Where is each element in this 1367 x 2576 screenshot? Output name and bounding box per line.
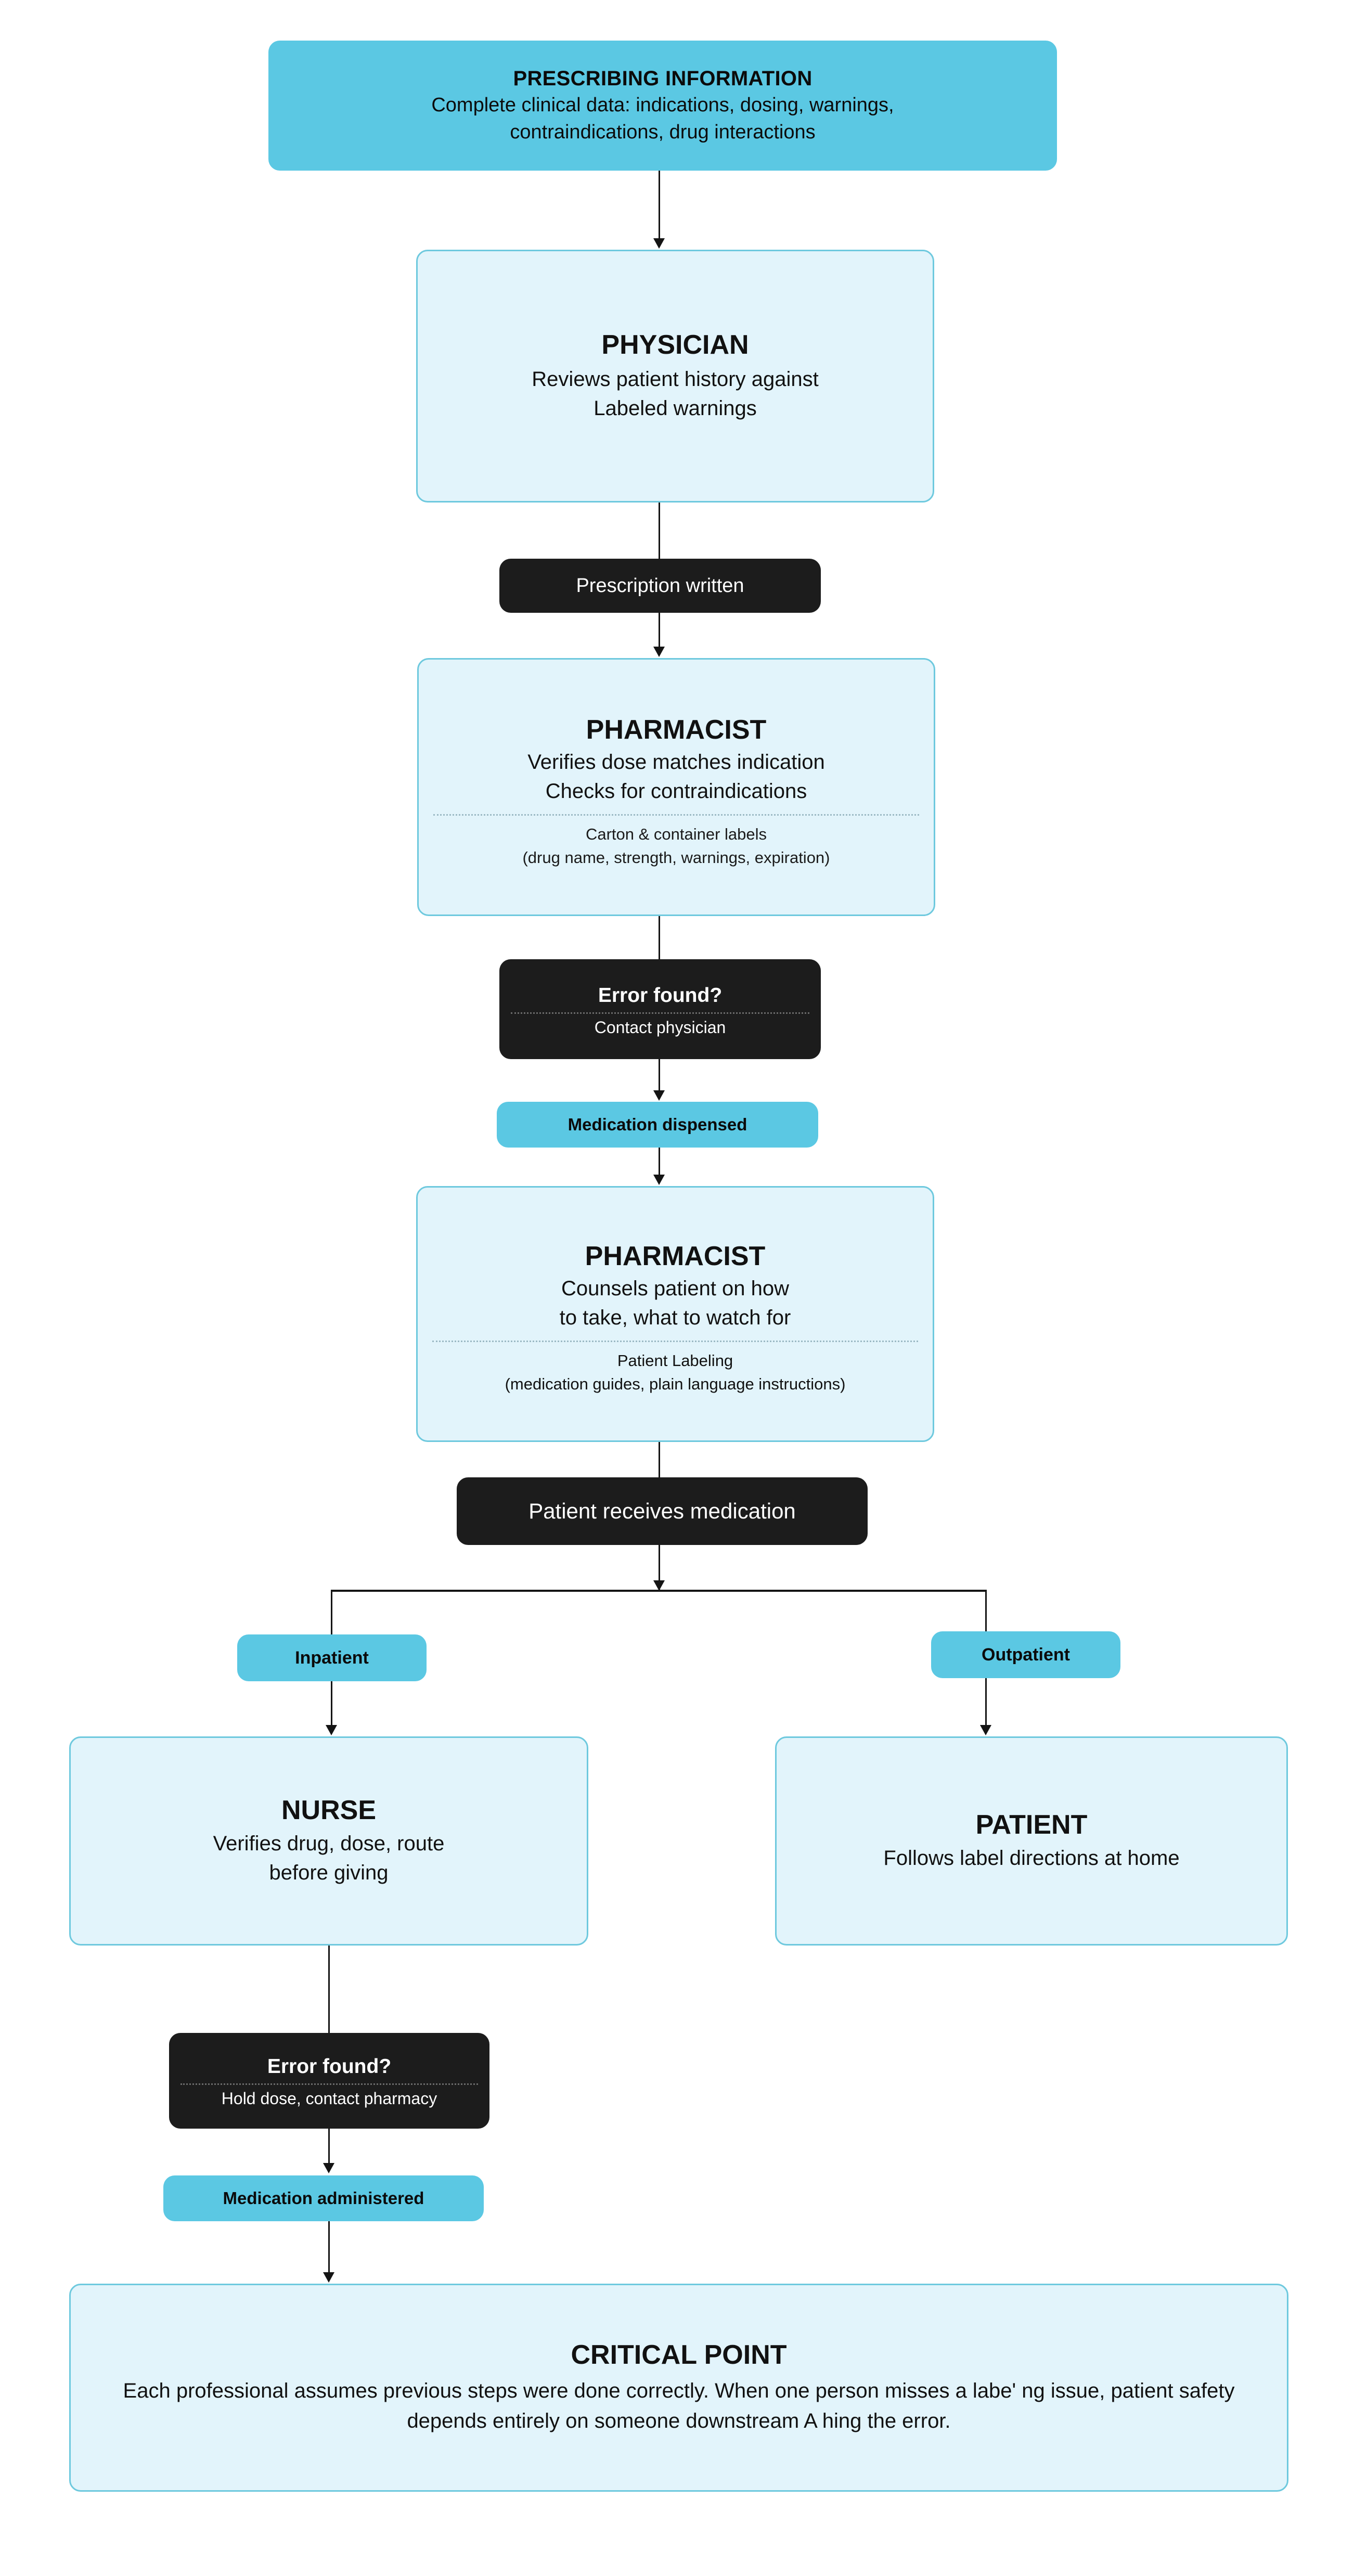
- connector-split-left-drop: [331, 1590, 332, 1638]
- error-found-nurse-title: Error found?: [267, 2055, 392, 2078]
- connector-prescription-label-to-pharmacist: [659, 613, 660, 648]
- connector-nurse-to-error: [328, 1946, 330, 2035]
- node-pharmacist-counsel[interactable]: PHARMACIST Counsels patient on how to ta…: [416, 1186, 934, 1442]
- connector-dispensed-to-counsel: [659, 1148, 660, 1177]
- critical-point-subtitle: Each professional assumes previous steps…: [123, 2379, 1235, 2432]
- arrowhead-dispensed: [653, 1090, 665, 1101]
- node-nurse[interactable]: NURSE Verifies drug, dose, route before …: [69, 1736, 588, 1946]
- branch-label-inpatient[interactable]: Inpatient: [237, 1634, 427, 1681]
- pharmacist-counsel-meta: Patient Labeling (medication guides, pla…: [505, 1351, 846, 1393]
- critical-point-title: CRITICAL POINT: [571, 2339, 787, 2370]
- arrowhead-split: [653, 1580, 665, 1591]
- pharmacist-verify-subtitle: Verifies dose matches indication Checks …: [527, 751, 825, 803]
- physician-subtitle: Reviews patient history against Labeled …: [532, 368, 819, 420]
- medication-administered-label: Medication administered: [223, 2188, 424, 2208]
- section-divider: [511, 1012, 809, 1014]
- patient-subtitle: Follows label directions at home: [883, 1847, 1180, 1870]
- section-divider: [433, 814, 919, 816]
- medication-dispensed-label: Medication dispensed: [568, 1115, 747, 1134]
- connector-administered-to-critical: [328, 2221, 330, 2275]
- arrowhead-pharmacist-verify: [653, 647, 665, 657]
- patient-receives-label: Patient receives medication: [528, 1499, 796, 1523]
- connector-receives-to-split: [659, 1545, 660, 1590]
- pharmacist-verify-meta: Carton & container labels (drug name, st…: [522, 825, 830, 867]
- node-physician[interactable]: PHYSICIAN Reviews patient history agains…: [416, 250, 934, 503]
- connector-counsel-to-receives: [659, 1442, 660, 1479]
- error-found-pharmacy-action: Contact physician: [594, 1018, 726, 1037]
- prescription-written-label: Prescription written: [576, 574, 744, 597]
- arrowhead-administered: [323, 2163, 334, 2173]
- patient-title: PATIENT: [975, 1810, 1088, 1840]
- pharmacist-verify-title: PHARMACIST: [586, 715, 767, 745]
- connector-prescribing-to-physician: [659, 171, 660, 239]
- arrowhead-pharmacist-counsel: [653, 1175, 665, 1185]
- label-medication-dispensed[interactable]: Medication dispensed: [497, 1102, 818, 1148]
- nurse-subtitle: Verifies drug, dose, route before giving: [213, 1832, 445, 1884]
- node-error-found-pharmacy[interactable]: Error found? Contact physician: [499, 959, 821, 1059]
- label-prescription-written[interactable]: Prescription written: [499, 559, 821, 613]
- connector-error2-to-administered: [328, 2129, 330, 2166]
- node-critical-point[interactable]: CRITICAL POINT Each professional assumes…: [69, 2284, 1288, 2492]
- section-divider: [432, 1341, 918, 1343]
- node-pharmacist-verify[interactable]: PHARMACIST Verifies dose matches indicat…: [417, 658, 935, 916]
- pharmacist-counsel-title: PHARMACIST: [585, 1241, 766, 1272]
- arrowhead-patient: [980, 1725, 991, 1735]
- physician-title: PHYSICIAN: [601, 330, 749, 360]
- prescribing-subtitle: Complete clinical data: indications, dos…: [431, 94, 894, 143]
- pharmacist-counsel-subtitle: Counsels patient on how to take, what to…: [559, 1277, 791, 1330]
- connector-split-right-drop: [985, 1590, 987, 1633]
- arrowhead-nurse: [326, 1725, 337, 1735]
- label-patient-receives-medication[interactable]: Patient receives medication: [457, 1477, 868, 1545]
- node-error-found-nurse[interactable]: Error found? Hold dose, contact pharmacy: [169, 2033, 489, 2129]
- connector-physician-to-prescription-label: [659, 503, 660, 560]
- node-patient[interactable]: PATIENT Follows label directions at home: [775, 1736, 1288, 1946]
- connector-error-to-dispensed: [659, 1059, 660, 1092]
- node-prescribing-information[interactable]: PRESCRIBING INFORMATION Complete clinica…: [268, 41, 1057, 171]
- label-medication-administered[interactable]: Medication administered: [163, 2175, 484, 2221]
- arrowhead-critical: [323, 2272, 334, 2283]
- connector-pharmacist-to-error: [659, 916, 660, 961]
- inpatient-label: Inpatient: [295, 1647, 369, 1668]
- error-found-pharmacy-title: Error found?: [598, 984, 723, 1007]
- connector-inpatient-to-nurse: [331, 1681, 332, 1727]
- outpatient-label: Outpatient: [982, 1644, 1070, 1665]
- prescribing-title: PRESCRIBING INFORMATION: [513, 67, 813, 90]
- connector-outpatient-to-patient: [985, 1678, 987, 1726]
- branch-label-outpatient[interactable]: Outpatient: [931, 1631, 1120, 1678]
- section-divider: [180, 2083, 478, 2085]
- arrowhead-physician: [653, 238, 665, 249]
- nurse-title: NURSE: [281, 1795, 377, 1825]
- connector-split-bar: [331, 1590, 987, 1592]
- error-found-nurse-action: Hold dose, contact pharmacy: [221, 2089, 437, 2108]
